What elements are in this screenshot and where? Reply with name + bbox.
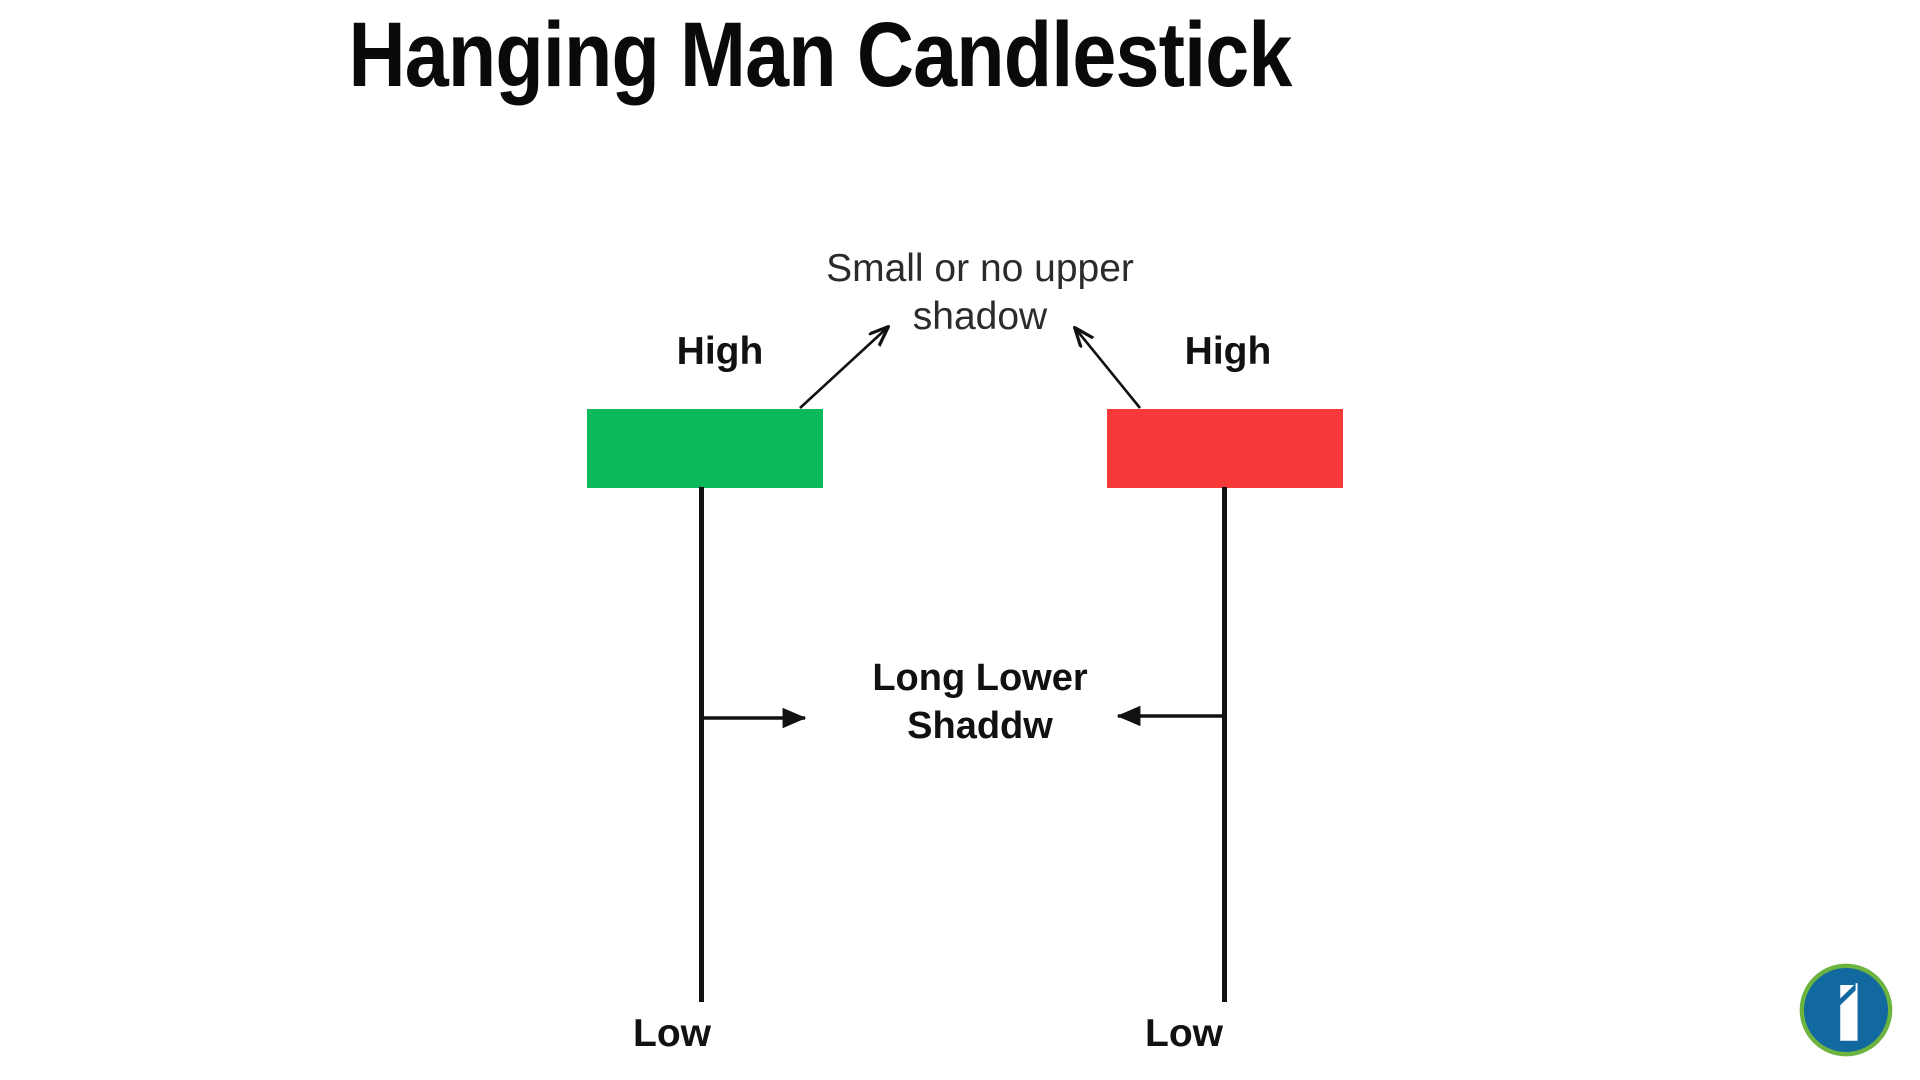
bearish-lower-shadow-wick: [1222, 487, 1227, 1002]
upper-shadow-annotation: Small or no upper shadow: [720, 245, 1240, 340]
logo-i-glyph: [1840, 983, 1858, 1041]
lower-shadow-annotation-line2: Shaddw: [907, 704, 1053, 747]
label-high-right: High: [1184, 330, 1272, 373]
upper-shadow-annotation-line2: shadow: [912, 294, 1048, 338]
page-title: Hanging Man Candlestick: [348, 4, 1293, 106]
upper-shadow-annotation-line1: Small or no upper: [826, 247, 1134, 290]
i-mark-logo[interactable]: [1798, 962, 1894, 1058]
label-low-right: Low: [1145, 1012, 1223, 1055]
label-low-left: Low: [633, 1012, 711, 1055]
bearish-candle-body: [1107, 409, 1343, 488]
bullish-candle-body: [587, 409, 823, 488]
lower-shadow-annotation-line1: Long Lower: [872, 657, 1088, 699]
lower-shadow-annotation: Long Lower Shaddw: [760, 655, 1200, 751]
bullish-lower-shadow-wick: [699, 487, 704, 1002]
label-high-left: High: [676, 330, 764, 373]
